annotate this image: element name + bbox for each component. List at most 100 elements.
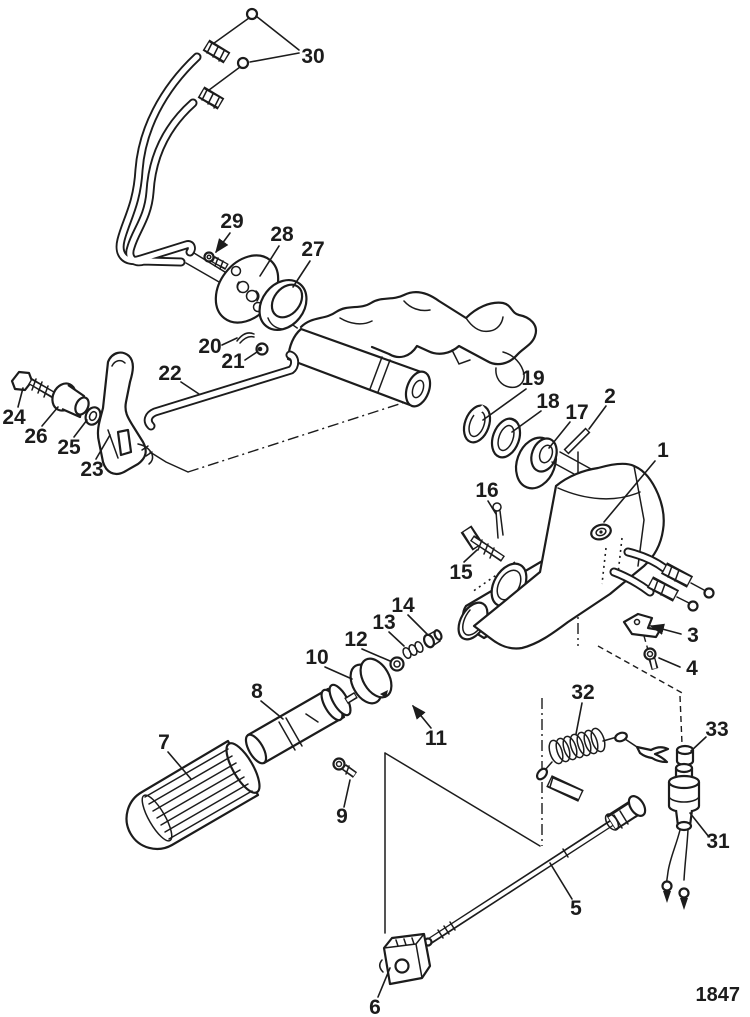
friction-rod-5 xyxy=(423,795,647,947)
callout-label-2: 2 xyxy=(604,385,616,408)
callout-leader xyxy=(482,388,527,421)
callout-label-16: 16 xyxy=(475,479,498,502)
callout-leader xyxy=(41,406,59,427)
callout-leader xyxy=(377,967,391,998)
callout-leader xyxy=(649,623,682,635)
callout-10: 10 xyxy=(305,646,353,680)
shaft-screw-9 xyxy=(332,757,358,778)
cable-adjuster-barrels xyxy=(197,39,231,110)
callout-15: 15 xyxy=(449,549,478,584)
callout-label-18: 18 xyxy=(536,390,560,413)
callout-8: 8 xyxy=(251,680,284,720)
callout-12: 12 xyxy=(344,628,391,662)
throttle-shaft xyxy=(244,683,358,765)
callout-label-12: 12 xyxy=(344,628,367,651)
callout-label-7: 7 xyxy=(158,731,170,754)
callout-leader xyxy=(180,381,200,395)
callout-leader xyxy=(167,751,192,780)
callout-label-25: 25 xyxy=(57,436,81,459)
housing-screw-boss xyxy=(590,523,612,541)
grommet-21 xyxy=(255,342,269,356)
callout-30: 30 xyxy=(249,15,325,68)
callout-label-26: 26 xyxy=(24,425,47,448)
callout-leader xyxy=(324,666,353,680)
callout-31: 31 xyxy=(689,812,730,853)
drawing-number: 1847 xyxy=(696,984,741,1006)
callout-label-31: 31 xyxy=(706,830,730,853)
callout-1: 1 xyxy=(603,439,669,523)
callout-label-22: 22 xyxy=(158,362,181,385)
friction-bolt-15 xyxy=(460,525,505,562)
lanyard-cord-32 xyxy=(535,727,670,802)
callout-26: 26 xyxy=(24,406,59,448)
callout-label-1: 1 xyxy=(657,439,669,462)
callout-label-3: 3 xyxy=(687,624,699,647)
callout-leader xyxy=(487,500,497,515)
cable-nut-14 xyxy=(422,629,443,649)
rod-head xyxy=(604,795,647,831)
callout-label-19: 19 xyxy=(521,367,544,390)
shift-lever-23 xyxy=(96,351,154,476)
callout-leader xyxy=(463,549,478,563)
callout-leader xyxy=(690,736,707,752)
callout-leader xyxy=(388,631,405,647)
callout-label-11: 11 xyxy=(425,727,448,750)
retaining-ring-19 xyxy=(462,404,492,444)
callout-13: 13 xyxy=(372,611,405,647)
callout-leader xyxy=(407,614,428,635)
callout-20: 20 xyxy=(198,335,238,358)
callout-33: 33 xyxy=(690,718,729,752)
callout-leader xyxy=(292,260,311,288)
steering-bracket xyxy=(286,291,538,408)
switch-wires xyxy=(661,829,690,910)
callout-label-10: 10 xyxy=(305,646,328,669)
callout-9: 9 xyxy=(336,779,351,828)
callout-label-23: 23 xyxy=(80,458,103,481)
callout-label-5: 5 xyxy=(570,897,582,920)
callout-14: 14 xyxy=(391,594,428,635)
housing-cables xyxy=(609,547,715,612)
cable-clamp-screw xyxy=(203,251,229,271)
phantom-lines xyxy=(149,295,685,934)
cotter-pin-20 xyxy=(236,332,255,344)
throttle-cable-assembly xyxy=(115,7,259,291)
callout-29: 29 xyxy=(215,210,244,254)
callout-11: 11 xyxy=(412,704,448,750)
callout-leader xyxy=(511,410,542,433)
throttle-grip xyxy=(125,739,261,850)
lever-bolt-24 xyxy=(10,370,57,400)
callout-leader xyxy=(361,648,391,662)
cable-sheaths xyxy=(115,52,202,267)
callout-leader xyxy=(689,812,710,838)
callout-leader xyxy=(244,351,258,361)
callout-4: 4 xyxy=(658,657,698,680)
callout-leader xyxy=(95,434,111,460)
cable-grommet xyxy=(258,279,308,331)
callout-23: 23 xyxy=(80,434,111,481)
callout-3: 3 xyxy=(649,623,699,647)
callout-leader xyxy=(259,245,280,277)
callout-leader xyxy=(221,337,238,346)
callout-22: 22 xyxy=(158,362,200,395)
shift-rod-22 xyxy=(143,350,300,431)
switch-cap-33 xyxy=(675,744,695,767)
callout-label-28: 28 xyxy=(270,223,294,246)
spring-13 xyxy=(402,641,424,659)
callout-17: 17 xyxy=(548,401,589,449)
callout-label-17: 17 xyxy=(565,401,588,424)
tiller-housing xyxy=(457,451,715,650)
bushing-18 xyxy=(490,417,522,459)
callout-18: 18 xyxy=(511,390,560,433)
callout-label-29: 29 xyxy=(220,210,243,233)
callout-leader xyxy=(17,387,24,408)
callout-27: 27 xyxy=(292,238,325,288)
callout-label-9: 9 xyxy=(336,805,348,828)
swivel-block-6 xyxy=(379,932,432,986)
callout-label-30: 30 xyxy=(301,45,324,68)
callout-leader xyxy=(548,421,571,449)
callout-7: 7 xyxy=(158,731,192,780)
lever-washer-25 xyxy=(84,406,102,426)
callout-leader xyxy=(575,702,583,735)
callout-label-33: 33 xyxy=(705,718,728,741)
